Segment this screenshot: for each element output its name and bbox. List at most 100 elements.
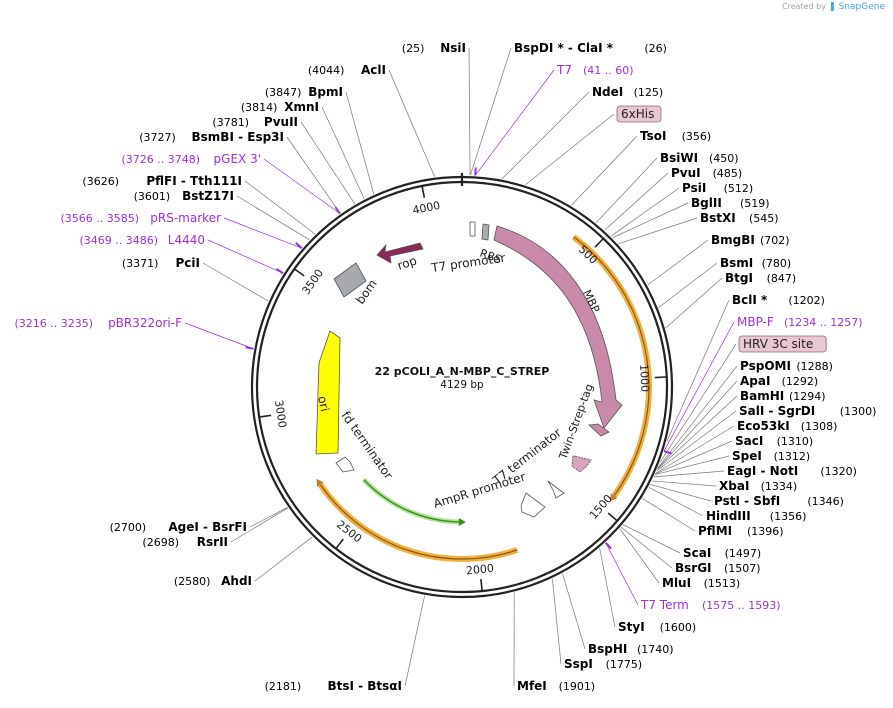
feature-fd-terminator[interactable]: fd terminator (335, 409, 396, 482)
site-label-pflmi[interactable]: PflMI(1396) (698, 524, 784, 538)
site-label-t7[interactable]: T7(41 .. 60) (556, 63, 634, 77)
site-label-styi[interactable]: StyI(1600) (618, 620, 696, 634)
plasmid-length: 4129 bp (440, 379, 484, 391)
site-label-btgi[interactable]: BtgI(847) (725, 271, 796, 285)
site-label-name: SacI (735, 434, 763, 448)
site-label-xmni[interactable]: XmnI(3814) (241, 100, 319, 114)
site-label-pos: (1396) (747, 525, 784, 538)
leader-line (300, 121, 356, 205)
site-label-xbai[interactable]: XbaI(1334) (719, 479, 797, 493)
site-label-name: BsmI (720, 256, 753, 270)
site-label-pos: (450) (709, 152, 739, 165)
ruler-tick (294, 268, 305, 277)
site-label-6xhis[interactable]: 6xHis (616, 105, 662, 123)
site-label-bstxi[interactable]: BstXI(545) (700, 211, 779, 225)
feature-t7-promoter[interactable]: T7 promoter (429, 221, 506, 275)
site-label-agei-bsrfi[interactable]: AgeI - BsrFI(2700) (110, 520, 247, 534)
site-label-pos: (2181) (265, 680, 302, 693)
site-label-acli[interactable]: AclI(4044) (308, 63, 386, 77)
site-label-bsiwi[interactable]: BsiWI(450) (660, 151, 739, 165)
site-label-bmgbi[interactable]: BmgBI(702) (711, 233, 790, 247)
site-label-ndei[interactable]: NdeI(125) (592, 85, 663, 99)
site-label-sspi[interactable]: SspI(1775) (564, 657, 642, 671)
site-label-tsoi[interactable]: TsoI(356) (640, 129, 711, 143)
feature-ampr-promoter[interactable]: AmpR promoter (432, 470, 565, 518)
snapgene-credit: Created by ❚ SnapGene (782, 2, 885, 12)
site-label-pos: (1775) (606, 658, 643, 671)
site-label-bsphi[interactable]: BspHI(1740) (588, 642, 674, 656)
site-label-pflfi-tth111i[interactable]: PflFI - Tth111I(3626) (82, 174, 242, 188)
site-label-pbr322ori-f[interactable]: pBR322ori-F(3216 .. 3235) (14, 316, 182, 330)
site-label-pvuii[interactable]: PvuII(3781) (212, 115, 298, 129)
site-label-name: BspHI (588, 642, 627, 656)
t7-promoter-label: T7 promoter (429, 251, 506, 275)
feature-bom[interactable]: bom (333, 262, 380, 307)
site-label-rsrii[interactable]: RsrII(2698) (142, 535, 228, 549)
site-label-name: NsiI (440, 41, 466, 55)
site-label-pos: (3814) (241, 101, 278, 114)
feature-ori[interactable]: ori (315, 330, 341, 455)
site-label-apai[interactable]: ApaI(1292) (740, 374, 818, 388)
site-label-l4440[interactable]: L4440(3469 .. 3486) (79, 233, 205, 247)
site-label-bsmbi-esp3i[interactable]: BsmBI - Esp3I(3727) (139, 130, 284, 144)
site-label-pos: (512) (724, 182, 754, 195)
site-label-bpmi[interactable]: BpmI(3847) (265, 85, 343, 99)
leader-line (666, 299, 730, 442)
site-label-pos: (1300) (840, 405, 877, 418)
site-label-ahdi[interactable]: AhdI(2580) (174, 574, 252, 588)
feature-rop[interactable]: rop (376, 242, 424, 273)
feature-mbp[interactable]: MBP (493, 225, 623, 429)
site-label-spei[interactable]: SpeI(1312) (732, 449, 810, 463)
site-label-mlui[interactable]: MluI(1513) (662, 576, 740, 590)
site-label-t7-term[interactable]: T7 Term(1575 .. 1593) (640, 598, 781, 612)
site-label-bamhi[interactable]: BamHI(1294) (740, 389, 826, 403)
site-label-nsii[interactable]: NsiI(25) (402, 41, 466, 55)
site-label-eco53ki[interactable]: Eco53kI(1308) (737, 419, 837, 433)
site-label-pspomi[interactable]: PspOMI(1288) (740, 359, 833, 373)
site-label-sali-sgrdi[interactable]: SalI - SgrDI (1300) (739, 404, 876, 418)
site-label-pvui[interactable]: PvuI(485) (671, 166, 742, 180)
site-label-bstz17i[interactable]: BstZ17I(3601) (134, 189, 234, 203)
primer-mark (663, 450, 673, 455)
site-label-bcli[interactable]: BclI *(1202) (732, 293, 825, 307)
site-label-pos: (3781) (212, 116, 249, 129)
primer-mark (275, 268, 284, 275)
ruler-tick (421, 186, 426, 198)
credit-prefix: Created by (781, 2, 826, 11)
site-label-prs-marker[interactable]: pRS-marker(3566 .. 3585) (60, 211, 221, 225)
site-label-pos: (2698) (142, 536, 179, 549)
site-label-hrv-3c-site[interactable]: HRV 3C site (738, 335, 827, 353)
site-label-eagi-noti[interactable]: EagI - NotI(1320) (727, 464, 857, 478)
site-label-btsi-bts-i[interactable]: BtsI - BtsαI (2181) (265, 679, 402, 693)
site-label-psii[interactable]: PsiI (512) (682, 181, 753, 195)
site-label-scai[interactable]: ScaI(1497) (683, 546, 761, 560)
site-label-name: PsiI (682, 181, 706, 195)
leader-line (657, 365, 738, 468)
site-label-pos: (1575 .. 1593) (702, 599, 781, 612)
site-label-saci[interactable]: SacI(1310) (735, 434, 813, 448)
site-label-pos: (1600) (660, 621, 697, 634)
site-label-bsmi[interactable]: BsmI(780) (720, 256, 791, 270)
snapgene-logo: ❚ (828, 2, 837, 12)
leader-line (659, 343, 737, 463)
site-label-mfei[interactable]: MfeI(1901) (517, 679, 595, 693)
site-label-hindiii[interactable]: HindIII(1356) (706, 509, 806, 523)
site-label-bsrgi[interactable]: BsrGI(1507) (675, 561, 761, 575)
leader-lines (184, 47, 738, 687)
site-label-pcii[interactable]: PciI(3371) (122, 256, 200, 270)
leader-line (470, 47, 512, 176)
site-label-mbp-f[interactable]: MBP-F(1234 .. 1257) (737, 315, 863, 329)
ruler-tick (480, 578, 483, 591)
leader-line (642, 498, 696, 532)
primer-mark (295, 242, 303, 249)
site-label-pgex-3[interactable]: pGEX 3'(3726 .. 3748) (121, 152, 261, 166)
site-label-name: BtsI - BtsαI (327, 679, 402, 693)
site-label-psti-sbfi[interactable]: PstI - SbfI(1346) (714, 494, 844, 508)
leader-line (468, 47, 471, 176)
leader-line (618, 217, 698, 245)
site-label-name: SalI - SgrDI (739, 404, 815, 418)
site-label-bspdi-clai[interactable]: BspDI * - ClaI *(26) (514, 41, 667, 55)
site-label-bglii[interactable]: BglII(519) (691, 196, 770, 210)
leader-line (605, 542, 639, 606)
site-label-pos: (1312) (774, 450, 811, 463)
